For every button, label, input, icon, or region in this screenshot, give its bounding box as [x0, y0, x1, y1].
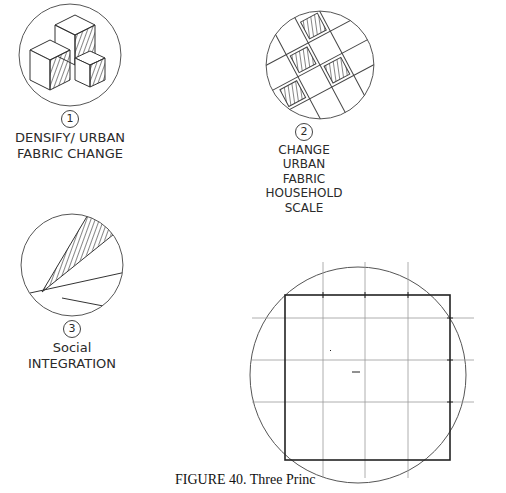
principle-label: CHANGE URBAN FABRIC HOUSEHOLD SCALE [260, 143, 348, 215]
plan-grid-sketch [250, 262, 474, 483]
figure-caption: FIGURE 40. Three Princ [175, 472, 316, 488]
label-group: 1DENSIFY/ URBAN FABRIC CHANGE [6, 110, 134, 161]
circle-outline-path [21, 214, 123, 316]
circle-outline [18, 3, 122, 107]
principle-label: DENSIFY/ URBAN FABRIC CHANGE [6, 130, 134, 161]
circle-outline [20, 213, 124, 317]
label-group: 3Social INTEGRATION [12, 320, 132, 371]
principle-circle: 1DENSIFY/ URBAN FABRIC CHANGE [18, 3, 122, 107]
principle-circle: 2CHANGE URBAN FABRIC HOUSEHOLD SCALE [265, 10, 375, 120]
callout-number: 1 [61, 110, 79, 128]
callout-number: 3 [63, 320, 81, 338]
principle-circle: 3Social INTEGRATION [20, 213, 124, 317]
label-group: 2CHANGE URBAN FABRIC HOUSEHOLD SCALE [260, 123, 348, 215]
grid-sketch [232, 0, 408, 153]
circle-outline-path [19, 4, 121, 106]
cube-sketch [30, 15, 105, 90]
wedge-sketch [30, 208, 126, 310]
circle-outline-path [266, 11, 374, 119]
circle-outline [265, 10, 375, 120]
principle-label: Social INTEGRATION [12, 340, 132, 371]
callout-number: 2 [295, 123, 313, 141]
